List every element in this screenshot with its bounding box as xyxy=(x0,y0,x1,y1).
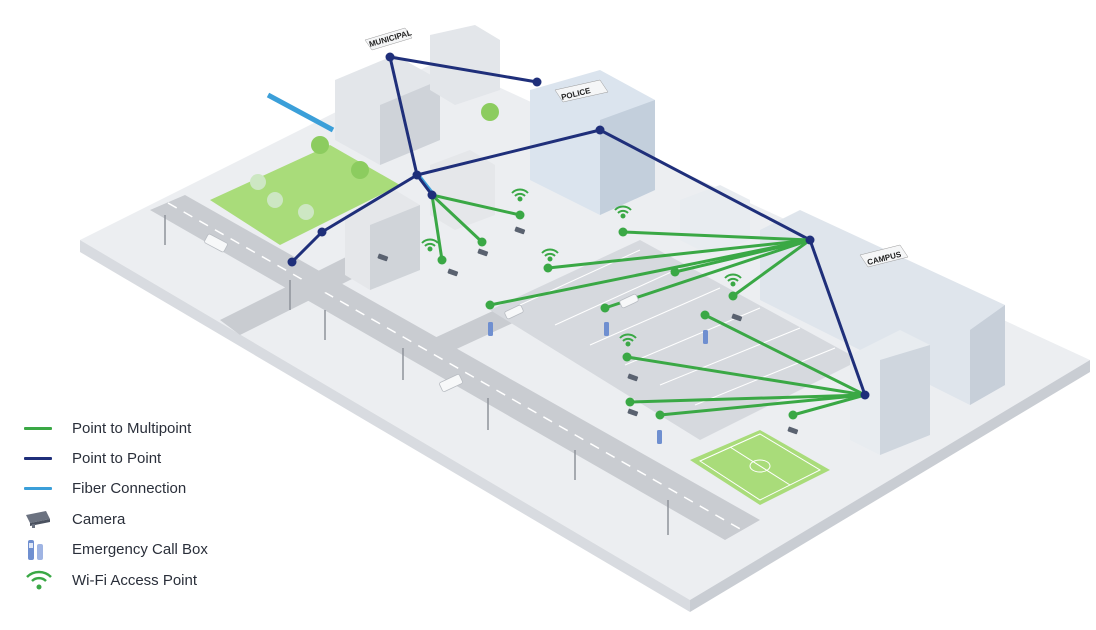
car xyxy=(619,293,639,309)
police-building: POLICE xyxy=(530,70,655,215)
ptmp-node xyxy=(485,300,495,310)
call-box-icon xyxy=(657,430,662,444)
wifi-icon xyxy=(421,238,439,252)
ptp-node xyxy=(805,235,815,245)
ptmp-node xyxy=(543,263,553,273)
ptmp-node xyxy=(515,210,525,220)
legend-item-point-to-multipoint: Point to Multipoint xyxy=(24,413,324,443)
wifi-access-points xyxy=(421,188,742,347)
ptmp-node xyxy=(670,267,680,277)
legend-item-point-to-point: Point to Point xyxy=(24,443,324,473)
tree-icon xyxy=(311,136,329,154)
camera-icon xyxy=(514,226,526,235)
call-boxes xyxy=(488,322,708,444)
ptmp-node xyxy=(625,397,635,407)
wifi-icon xyxy=(511,188,529,202)
tree-icon xyxy=(351,161,369,179)
ptp-node xyxy=(317,227,327,237)
car xyxy=(439,374,463,392)
ptmp-node xyxy=(622,352,632,362)
vehicles xyxy=(204,233,639,392)
ptmp-node xyxy=(728,291,738,301)
ptp-node xyxy=(595,125,605,135)
ptp-node xyxy=(412,170,422,180)
legend-item-wifi-access-point: Wi-Fi Access Point xyxy=(24,565,324,595)
wifi-icon xyxy=(541,248,559,262)
call-box-icon xyxy=(488,322,493,336)
tree-icon xyxy=(267,192,283,208)
legend-label: Fiber Connection xyxy=(72,480,187,498)
legend-label: Emergency Call Box xyxy=(72,541,208,559)
ptmp-node xyxy=(655,410,665,420)
call-box-icon xyxy=(604,322,609,336)
point-to-multipoint-links xyxy=(430,193,866,417)
camera-icon xyxy=(447,268,459,277)
call-box-icon xyxy=(703,330,708,344)
ptmp-node xyxy=(600,303,610,313)
street-lights xyxy=(164,215,669,535)
tree-icon xyxy=(250,174,266,190)
wifi-icon xyxy=(619,333,637,347)
ptmp-node xyxy=(437,255,447,265)
tree-icon xyxy=(298,204,314,220)
legend-label: Point to Multipoint xyxy=(72,419,192,437)
legend-label: Wi-Fi Access Point xyxy=(72,571,198,589)
tree-icon xyxy=(481,103,499,121)
municipal-building: MUNICIPAL xyxy=(335,25,500,165)
campus-building: CAMPUS xyxy=(680,185,1005,455)
ptp-node xyxy=(385,52,395,62)
call-box-icon xyxy=(24,538,64,562)
camera-icon xyxy=(627,373,639,382)
ptmp-node xyxy=(618,227,628,237)
legend-label: Camera xyxy=(72,510,126,528)
ptmp-node xyxy=(477,237,487,247)
legend-blue-line-swatch xyxy=(24,477,64,501)
legend-item-emergency-call-box: Emergency Call Box xyxy=(24,535,324,565)
soccer-field xyxy=(690,430,830,505)
car xyxy=(204,233,228,253)
ptmp-node xyxy=(700,310,710,320)
ptp-node xyxy=(860,390,870,400)
cameras xyxy=(377,226,799,435)
legend-navy-line-swatch xyxy=(24,447,64,471)
ptp-node xyxy=(532,77,542,87)
legend-item-camera: Camera xyxy=(24,504,324,534)
camera-icon xyxy=(627,408,639,417)
parking-lot xyxy=(490,240,860,440)
legend: Point to Multipoint Point to Point Fiber… xyxy=(24,413,324,595)
camera-icon xyxy=(731,313,743,322)
legend-item-fiber-connection: Fiber Connection xyxy=(24,474,324,504)
legend-green-line-swatch xyxy=(24,416,64,440)
camera-icon xyxy=(24,507,64,531)
wifi-icon xyxy=(724,273,742,287)
ptmp-node xyxy=(788,410,798,420)
park xyxy=(210,103,499,245)
camera-icon xyxy=(377,253,389,262)
car xyxy=(504,304,524,320)
network-nodes xyxy=(287,52,870,420)
ptp-node xyxy=(287,257,297,267)
wifi-icon xyxy=(24,568,64,592)
legend-label: Point to Point xyxy=(72,450,162,468)
municipal-label: MUNICIPAL xyxy=(368,28,413,49)
wifi-icon xyxy=(614,205,632,219)
camera-icon xyxy=(787,426,799,435)
ptp-node xyxy=(427,190,437,200)
camera-icon xyxy=(477,248,489,257)
